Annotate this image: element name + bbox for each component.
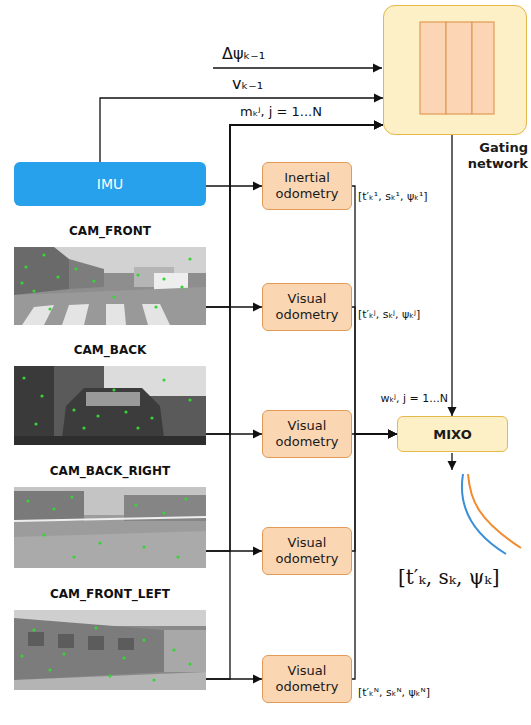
camera-image: CAM_FRONT: [14, 247, 206, 325]
connector-arrow: [206, 185, 262, 186]
connector-arrow: [206, 125, 383, 307]
signal-label: mₖʲ, j = 1...N: [240, 104, 322, 119]
connector-arrow: [451, 135, 452, 416]
camera-image: CAM_BACK: [14, 366, 206, 445]
process-box: Visual odometry: [262, 283, 352, 331]
process-box: Inertial odometry: [262, 162, 352, 210]
input-arrow: [213, 67, 382, 68]
process-box: Visual odometry: [262, 410, 352, 458]
output-arrow: [451, 453, 452, 470]
connector-arrow: [352, 307, 397, 434]
node-title: CAM_FRONT: [14, 224, 206, 238]
camera-photo: [14, 366, 206, 445]
output-label: [t′ₖ¹, sₖ¹, ψₖ¹]: [358, 190, 428, 203]
camera-image: CAM_FRONT_LEFT: [14, 610, 206, 690]
node-title: Gating network: [454, 140, 528, 171]
node-title: CAM_BACK: [14, 343, 206, 357]
node-title: Visual odometry: [267, 535, 347, 566]
node-title: Visual odometry: [267, 663, 347, 694]
camera-photo: [14, 487, 206, 568]
sensor-box: IMU: [14, 162, 206, 206]
node-title: CAM_BACK_RIGHT: [14, 464, 206, 478]
signal-label: vₖ₋₁: [232, 74, 263, 93]
node-title: Inertial odometry: [267, 170, 347, 201]
connector-arrow: [206, 125, 383, 434]
trajectory-curve: [462, 474, 506, 554]
node-title: CAM_FRONT_LEFT: [14, 587, 206, 601]
gating-fill: [383, 5, 527, 135]
network-layer: [446, 22, 472, 114]
camera-image: CAM_BACK_RIGHT: [14, 487, 206, 568]
network-layer: [420, 22, 446, 114]
camera-photo: [14, 610, 206, 690]
gating-network-box: Gating network: [383, 5, 527, 135]
node-title: IMU: [97, 176, 123, 192]
fusion-box: MIXO: [397, 416, 508, 452]
connector-arrow: [206, 125, 383, 551]
node-title: Visual odometry: [267, 418, 347, 449]
connector-arrow: [352, 434, 397, 679]
result-label: [t′ₖ, sₖ, ψₖ]: [398, 565, 499, 589]
trajectory-curve: [468, 474, 521, 548]
output-label: [t′ₖᴺ, sₖᴺ, ψₖᴺ]: [358, 686, 430, 699]
connector-arrow: [206, 125, 383, 679]
process-box: Visual odometry: [262, 527, 352, 575]
output-label: [t′ₖʲ, sₖʲ, ψₖʲ]: [358, 308, 420, 321]
node-title: Visual odometry: [267, 291, 347, 322]
process-box: Visual odometry: [262, 655, 352, 703]
node-title: MIXO: [433, 427, 471, 442]
camera-photo: [14, 247, 206, 325]
connector-arrow: [352, 434, 397, 551]
weight-label: wₖʲ, j = 1...N: [380, 392, 448, 405]
connector-arrow: [100, 98, 383, 162]
signal-label: Δψₖ₋₁: [222, 44, 265, 63]
network-layer: [472, 22, 494, 114]
